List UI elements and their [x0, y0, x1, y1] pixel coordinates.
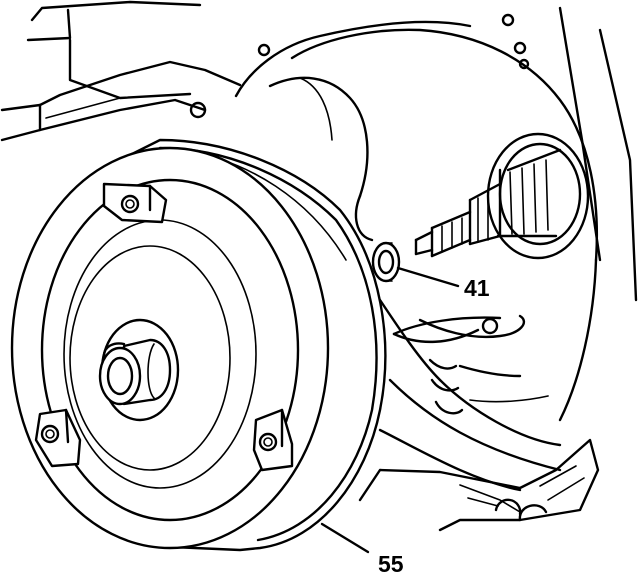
transmission-case [0, 0, 638, 532]
converter-hub [98, 338, 172, 406]
leader-line-41 [396, 266, 460, 288]
callout-41: 41 [464, 275, 490, 301]
input-shaft [414, 132, 590, 260]
o-ring-seal [371, 241, 401, 283]
mounting-lug-left [34, 408, 82, 468]
callout-55: 55 [378, 551, 404, 576]
leader-line-55 [320, 522, 370, 554]
torque-converter [10, 138, 387, 552]
mounting-lug-top [102, 182, 168, 224]
mounting-lug-bottom [252, 408, 294, 472]
